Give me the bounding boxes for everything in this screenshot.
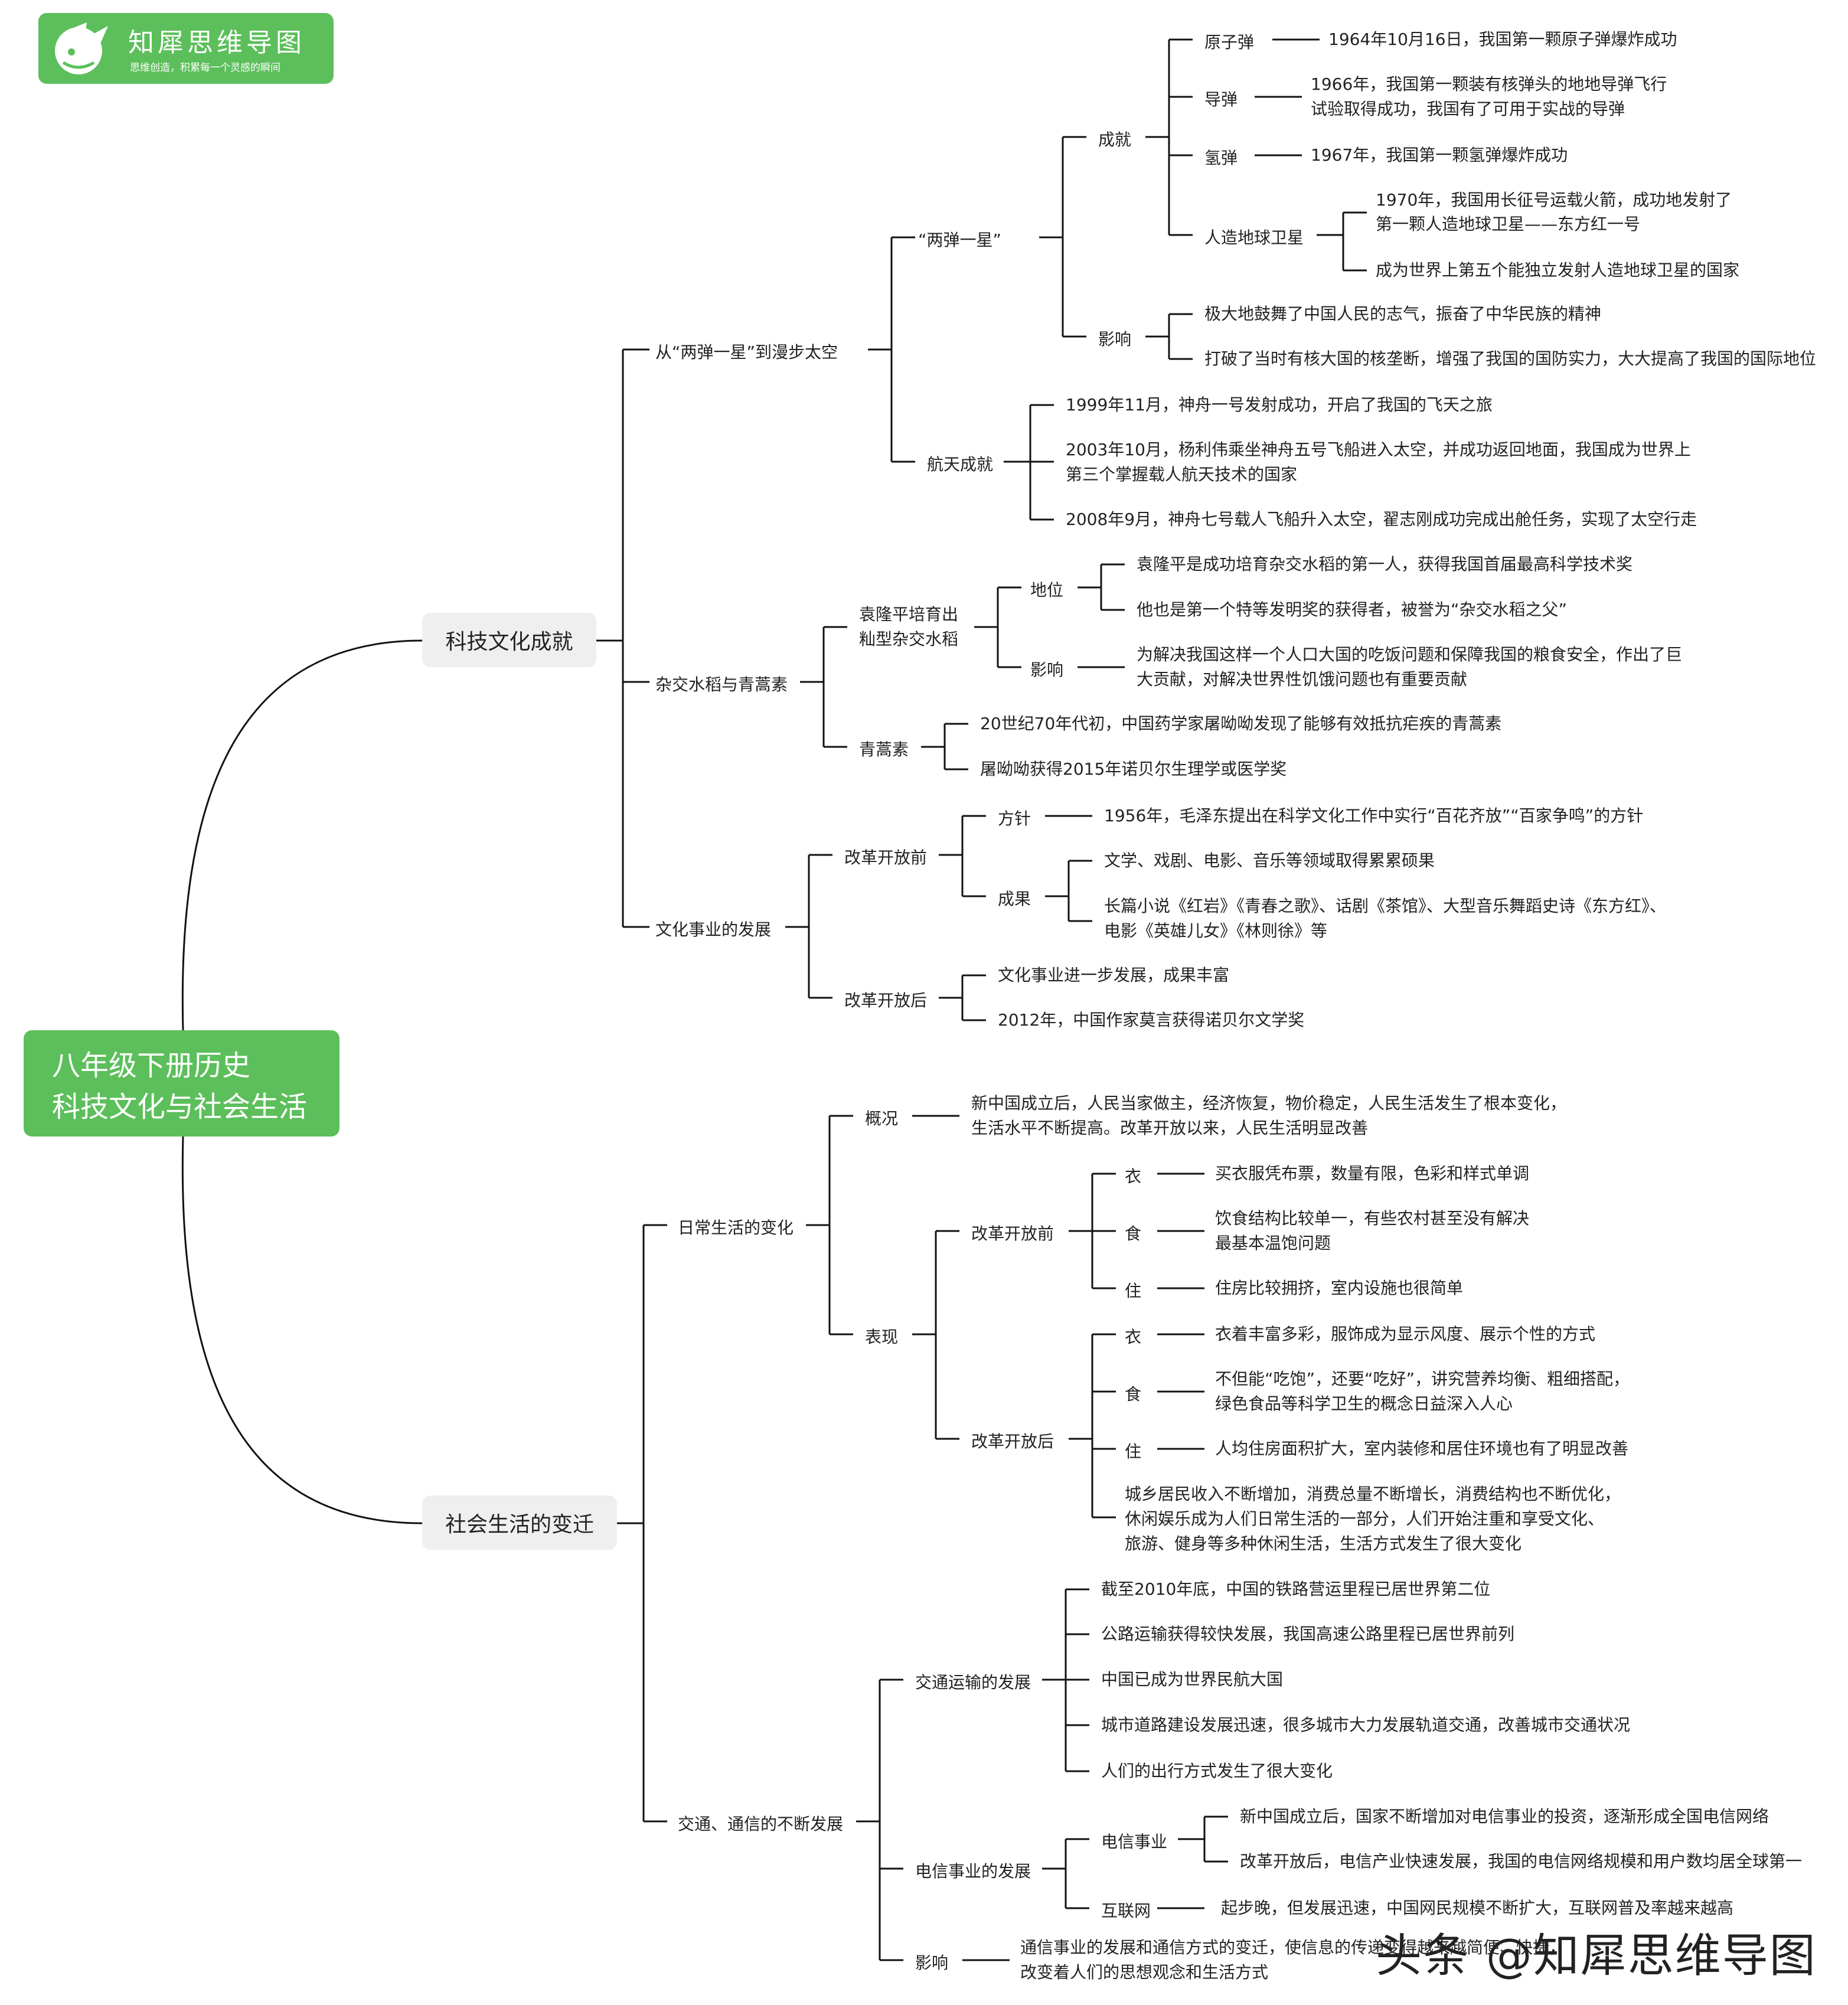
text-satellite-1b: 第一颗人造地球卫星——东方红一号 [1376, 214, 1641, 234]
text-transport-1: 截至2010年底，中国的铁路营运里程已居世界第二位 [1101, 1579, 1491, 1599]
text-leisure-1: 城乡居民收入不断增加，消费总量不断增长，消费结构也不断优化， [1125, 1484, 1621, 1504]
text-impact-1a: 极大地鼓舞了中国人民的志气，振奋了中华民族的精神 [1204, 304, 1602, 324]
node-two-bombs-one-satellite[interactable]: “两弹一星” [918, 230, 1002, 250]
text-space-3: 2008年9月，神舟七号载人飞船升入太空，翟志刚成功完成出舱任务，实现了太空行走 [1066, 510, 1697, 529]
text-space-2b: 第三个掌握载人航天技术的国家 [1066, 465, 1298, 484]
text-impact-2a: 为解决我国这样一个人口大国的吃饭问题和保障我国的粮食安全，作出了巨 [1137, 645, 1683, 664]
node-clothing-2[interactable]: 衣 [1125, 1327, 1142, 1347]
node-transport-telecom[interactable]: 交通、通信的不断发展 [678, 1814, 844, 1834]
node-missile[interactable]: 导弹 [1204, 90, 1238, 109]
text-results-2a: 长篇小说《红岩》《青春之歌》、话剧《茶馆》、大型音乐舞蹈史诗《东方红》、 [1104, 896, 1667, 916]
text-space-2a: 2003年10月，杨利伟乘坐神舟五号飞船进入太空，并成功返回地面，我国成为世界上 [1066, 440, 1691, 459]
text-satellite-2: 成为世界上第五个能独立发射人造地球卫星的国家 [1376, 260, 1740, 280]
text-overview-2: 生活水平不断提高。改革开放以来，人民生活明显改善 [971, 1118, 1369, 1138]
text-transport-5: 人们的出行方式发生了很大变化 [1101, 1761, 1333, 1781]
branch-tech[interactable]: 科技文化成就 [422, 613, 596, 667]
branch-social[interactable]: 社会生活的变迁 [422, 1495, 617, 1550]
node-after-reform-1[interactable]: 改革开放后 [844, 991, 928, 1010]
node-impact-1[interactable]: 影响 [1098, 329, 1132, 349]
brand-logo: 知犀思维导图 思维创造，积累每一个灵感的瞬间 [38, 13, 334, 84]
node-impact-3[interactable]: 影响 [915, 1953, 949, 1973]
text-clothing-1: 买衣服凭布票，数量有限，色彩和样式单调 [1215, 1164, 1530, 1183]
node-ylp-2[interactable]: 籼型杂交水稻 [859, 629, 959, 649]
node-h-bomb[interactable]: 氢弹 [1204, 148, 1238, 168]
text-housing-1: 住房比较拥挤，室内设施也很简单 [1215, 1278, 1464, 1298]
root-node[interactable]: 八年级下册历史 科技文化与社会生活 [24, 1030, 339, 1137]
text-atomic-bomb: 1964年10月16日，我国第一颗原子弹爆炸成功 [1328, 30, 1677, 49]
text-status-2: 他也是第一个特等发明奖的获得者，被誉为“杂交水稻之父” [1137, 600, 1568, 619]
node-after-reform-2[interactable]: 改革开放后 [971, 1432, 1054, 1451]
node-before-reform-2[interactable]: 改革开放前 [971, 1224, 1054, 1243]
node-before-reform-1[interactable]: 改革开放前 [844, 848, 928, 867]
text-transport-3: 中国已成为世界民航大国 [1101, 1670, 1284, 1689]
node-housing-1[interactable]: 住 [1125, 1281, 1142, 1301]
brand-slogan: 思维创造，积累每一个灵感的瞬间 [130, 62, 280, 74]
text-results-2b: 电影《英雄儿女》《林则徐》等 [1104, 921, 1328, 941]
node-hybrid-rice[interactable]: 杂交水稻与青蒿素 [655, 675, 788, 694]
text-h-bomb: 1967年，我国第一颗氢弹爆炸成功 [1311, 145, 1568, 165]
node-policy[interactable]: 方针 [998, 809, 1031, 828]
text-internet: 起步晚，但发展迅速，中国网民规模不断扩大，互联网普及率越来越高 [1221, 1898, 1734, 1918]
node-status[interactable]: 地位 [1030, 580, 1064, 600]
node-results[interactable]: 成果 [998, 889, 1031, 909]
text-impact-2b: 大贡献，对解决世界性饥饿问题也有重要贡献 [1137, 670, 1468, 689]
rhino-logo-icon [55, 22, 108, 74]
node-housing-2[interactable]: 住 [1125, 1442, 1142, 1461]
node-artemisinin[interactable]: 青蒿素 [859, 740, 909, 759]
text-leisure-2: 休闲娱乐成为人们日常生活的一部分，人们开始注重和享受文化、 [1125, 1509, 1605, 1529]
node-space[interactable]: 从“两弹一星”到漫步太空 [655, 342, 838, 362]
root-title-line1: 八年级下册历史 [52, 1049, 251, 1082]
node-satellite[interactable]: 人造地球卫星 [1204, 228, 1304, 247]
node-internet[interactable]: 互联网 [1101, 1901, 1151, 1921]
node-culture[interactable]: 文化事业的发展 [655, 920, 772, 939]
node-daily-life[interactable]: 日常生活的变化 [678, 1218, 794, 1237]
text-food-2b: 绿色食品等科学卫生的概念日益深入人心 [1215, 1394, 1513, 1413]
node-space-achievements[interactable]: 航天成就 [927, 455, 994, 474]
text-artemisinin-2: 屠呦呦获得2015年诺贝尔生理学或医学奖 [980, 759, 1287, 779]
text-after-reform-1a: 文化事业进一步发展，成果丰富 [998, 965, 1230, 985]
node-ylp-1[interactable]: 袁隆平培育出 [859, 605, 959, 624]
node-manifestation[interactable]: 表现 [865, 1327, 899, 1347]
text-food-2a: 不但能“吃饱”，还要“吃好”，讲究营养均衡、粗细搭配， [1215, 1369, 1630, 1389]
text-housing-2: 人均住房面积扩大，室内装修和居住环境也有了明显改善 [1215, 1439, 1629, 1458]
text-transport-4: 城市道路建设发展迅速，很多城市大力发展轨道交通，改善城市交通状况 [1101, 1715, 1631, 1735]
node-telecom-development[interactable]: 电信事业的发展 [915, 1862, 1031, 1881]
text-results-1: 文学、戏剧、电影、音乐等领域取得累累硕果 [1104, 851, 1435, 870]
text-status-1: 袁隆平是成功培育杂交水稻的第一人，获得我国首届最高科学技术奖 [1137, 554, 1633, 574]
node-clothing-1[interactable]: 衣 [1125, 1167, 1142, 1186]
text-telecom-1: 新中国成立后，国家不断增加对电信事业的投资，逐渐形成全国电信网络 [1240, 1807, 1769, 1826]
text-artemisinin-1: 20世纪70年代初，中国药学家屠呦呦发现了能够有效抵抗疟疾的青蒿素 [980, 714, 1502, 733]
node-food-1[interactable]: 食 [1125, 1224, 1142, 1243]
text-impact-1b: 打破了当时有核大国的核垄断，增强了我国的国防实力，大大提高了我国的国际地位 [1204, 349, 1817, 368]
text-leisure-3: 旅游、健身等多种休闲生活，生活方式发生了很大变化 [1125, 1534, 1522, 1553]
text-impact-3a: 通信事业的发展和通信方式的变迁，使信息的传递变得越来越简便、快捷， [1020, 1938, 1566, 1957]
watermark: 头条 @知犀思维导图 [1376, 1929, 1817, 1983]
node-transport[interactable]: 交通运输的发展 [915, 1673, 1031, 1692]
brand-name: 知犀思维导图 [128, 28, 305, 58]
node-food-2[interactable]: 食 [1125, 1384, 1142, 1404]
node-atomic-bomb[interactable]: 原子弹 [1204, 32, 1255, 52]
text-telecom-2: 改革开放后，电信产业快速发展，我国的电信网络规模和用户数均居全球第一 [1240, 1851, 1803, 1871]
node-impact-2[interactable]: 影响 [1030, 660, 1064, 680]
text-space-1: 1999年11月，神舟一号发射成功，开启了我国的飞天之旅 [1066, 395, 1493, 414]
text-transport-2: 公路运输获得较快发展，我国高速公路里程已居世界前列 [1101, 1624, 1515, 1644]
text-after-reform-1b: 2012年，中国作家莫言获得诺贝尔文学奖 [998, 1010, 1305, 1030]
text-policy: 1956年，毛泽东提出在科学文化工作中实行“百花齐放”“百家争鸣”的方针 [1104, 806, 1644, 825]
node-overview[interactable]: 概况 [865, 1109, 899, 1128]
text-impact-3b: 改变着人们的思想观念和生活方式 [1020, 1962, 1269, 1982]
text-overview-1: 新中国成立后，人民当家做主，经济恢复，物价稳定，人民生活发生了根本变化， [971, 1093, 1567, 1113]
text-food-1a: 饮食结构比较单一，有些农村甚至没有解决 [1215, 1209, 1530, 1228]
root-title-line2: 科技文化与社会生活 [52, 1090, 308, 1124]
text-satellite-1a: 1970年，我国用长征号运载火箭，成功地发射了 [1376, 190, 1732, 210]
node-achievements[interactable]: 成就 [1098, 130, 1132, 149]
text-food-1b: 最基本温饱问题 [1215, 1233, 1331, 1253]
text-missile-1: 1966年，我国第一颗装有核弹头的地地导弹飞行 [1311, 74, 1667, 94]
node-telecom[interactable]: 电信事业 [1101, 1832, 1168, 1851]
text-missile-2: 试验取得成功，我国有了可用于实战的导弹 [1311, 99, 1625, 119]
text-clothing-2: 衣着丰富多彩，服饰成为显示风度、展示个性的方式 [1215, 1324, 1596, 1344]
